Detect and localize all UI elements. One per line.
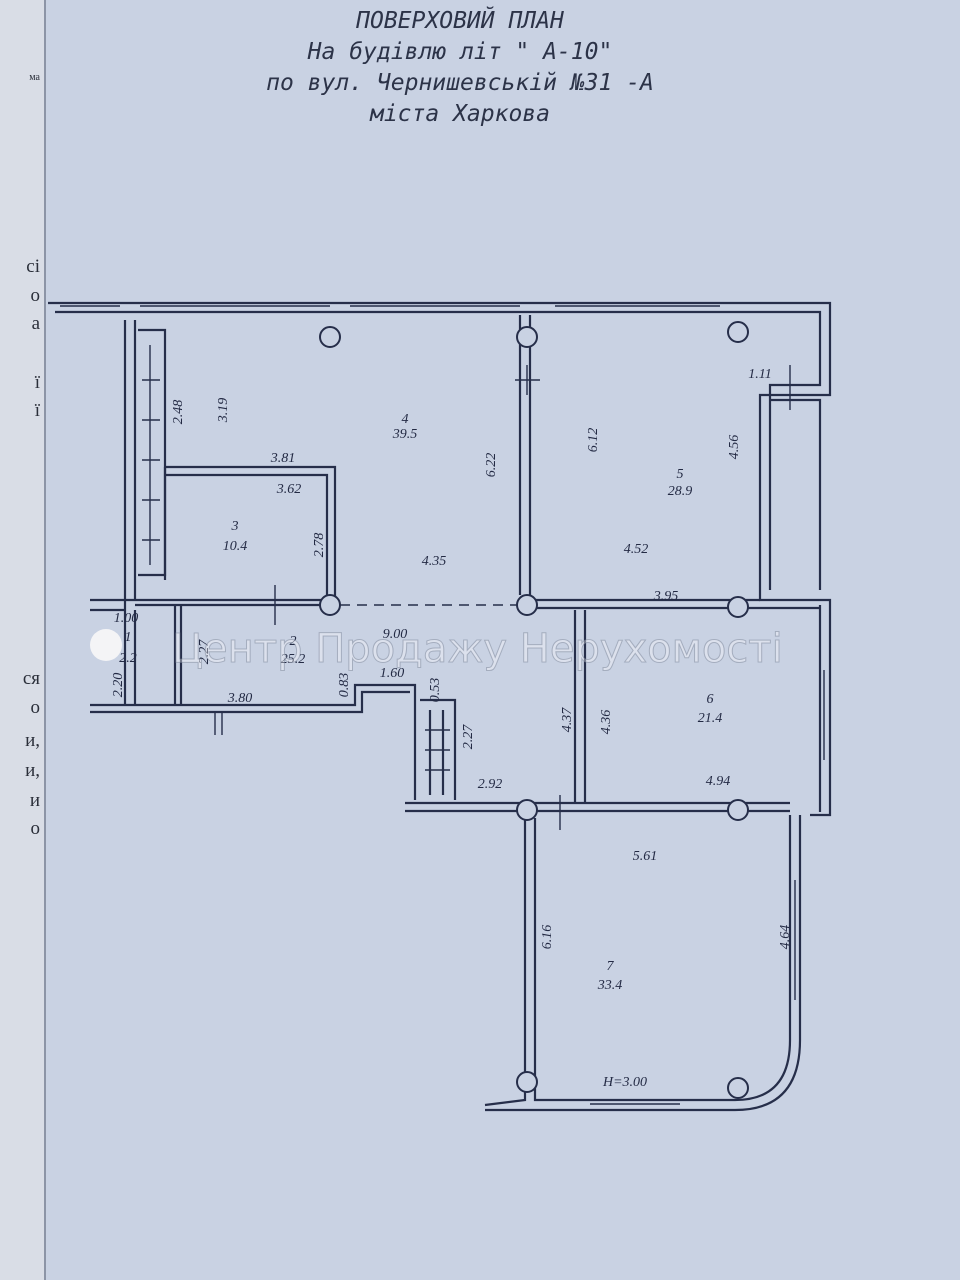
margin-text: и — [29, 790, 40, 811]
dimension: 3.95 — [653, 589, 679, 604]
room-area: 28.9 — [668, 484, 693, 499]
margin-text: а — [31, 313, 40, 334]
dimension: 9.00 — [383, 627, 408, 642]
margin-text: ся — [22, 668, 40, 689]
dimension: 5.61 — [633, 849, 658, 864]
room-area: 25.2 — [281, 652, 306, 667]
room-number: 7 — [607, 959, 615, 974]
dimension: 4.56 — [727, 435, 742, 460]
room-number: 1 — [125, 630, 132, 645]
columns — [319, 321, 749, 1099]
margin-text: о — [30, 697, 41, 718]
dimension: 3.80 — [227, 691, 253, 706]
dimension: 0.83 — [337, 673, 352, 698]
room-area: 21.4 — [698, 711, 723, 726]
margin-text: сі — [26, 256, 40, 277]
room-number: 3 — [231, 519, 239, 534]
room-area: 10.4 — [223, 539, 248, 554]
room-number: 4 — [402, 412, 409, 427]
margin-text: и, — [25, 760, 40, 781]
dimension: 4.64 — [778, 925, 793, 950]
title-line: ПОВЕРХОВИЙ ПЛАН — [356, 8, 564, 34]
dimension: 4.35 — [422, 554, 447, 569]
dimension: 2.20 — [111, 673, 126, 698]
dimension: 2.27 — [197, 639, 212, 665]
margin-text: о — [30, 818, 41, 839]
dimensions: 2.48 3.19 3.81 3.62 2.78 6.22 4.35 6.12 … — [111, 367, 793, 1090]
dimension: 4.37 — [560, 707, 575, 733]
dimension: 2.48 — [171, 400, 186, 425]
dimension: 6.12 — [586, 428, 601, 453]
room-area: 2.2 — [119, 651, 137, 666]
dimension: 0.53 — [428, 678, 443, 703]
margin-text: ма — [29, 72, 40, 83]
room-labels: 1 2.2 2 25.2 3 10.4 4 39.5 5 28.9 6 21.4… — [119, 412, 722, 993]
dimension: 3.62 — [276, 482, 302, 497]
room-number: 2 — [290, 634, 297, 649]
dimension: 1.60 — [380, 666, 405, 681]
dimension: 1.11 — [748, 367, 771, 382]
margin-text: и, — [25, 730, 40, 751]
room-number: 6 — [707, 692, 714, 707]
adjacent-page: ма сі о а ї ї ся о и, и, и о — [0, 0, 46, 1280]
dimension: 3.19 — [216, 398, 231, 424]
room-number: 5 — [677, 467, 684, 482]
dimension: 6.22 — [484, 453, 499, 478]
dimension: 1.00 — [114, 611, 139, 626]
title-line: по вул. Чернишевській №31 -А — [266, 70, 654, 96]
dimension: 3.81 — [270, 451, 296, 466]
margin-text: ї — [34, 372, 40, 393]
watermark: Центр Продажу Нерухомості — [172, 626, 783, 672]
dimension: 2.27 — [461, 724, 476, 750]
room-area: 39.5 — [392, 427, 418, 442]
dimension: 2.78 — [312, 533, 327, 558]
dimension: 4.52 — [624, 542, 649, 557]
dimension: 4.94 — [706, 774, 731, 789]
title-line: На будівлю літ " А-10" — [307, 39, 613, 65]
plan-title: ПОВЕРХОВИЙ ПЛАН На будівлю літ " А-10" п… — [200, 6, 720, 130]
room-area: 33.4 — [597, 978, 623, 993]
hole-punch — [90, 629, 122, 661]
ceiling-height: H=3.00 — [602, 1075, 647, 1090]
dimension: 4.36 — [599, 710, 614, 735]
margin-text: ї — [34, 400, 40, 421]
dimension: 2.92 — [478, 777, 503, 792]
title-line: міста Харкова — [369, 101, 550, 127]
margin-text: о — [30, 285, 41, 306]
dimension: 6.16 — [540, 925, 555, 950]
